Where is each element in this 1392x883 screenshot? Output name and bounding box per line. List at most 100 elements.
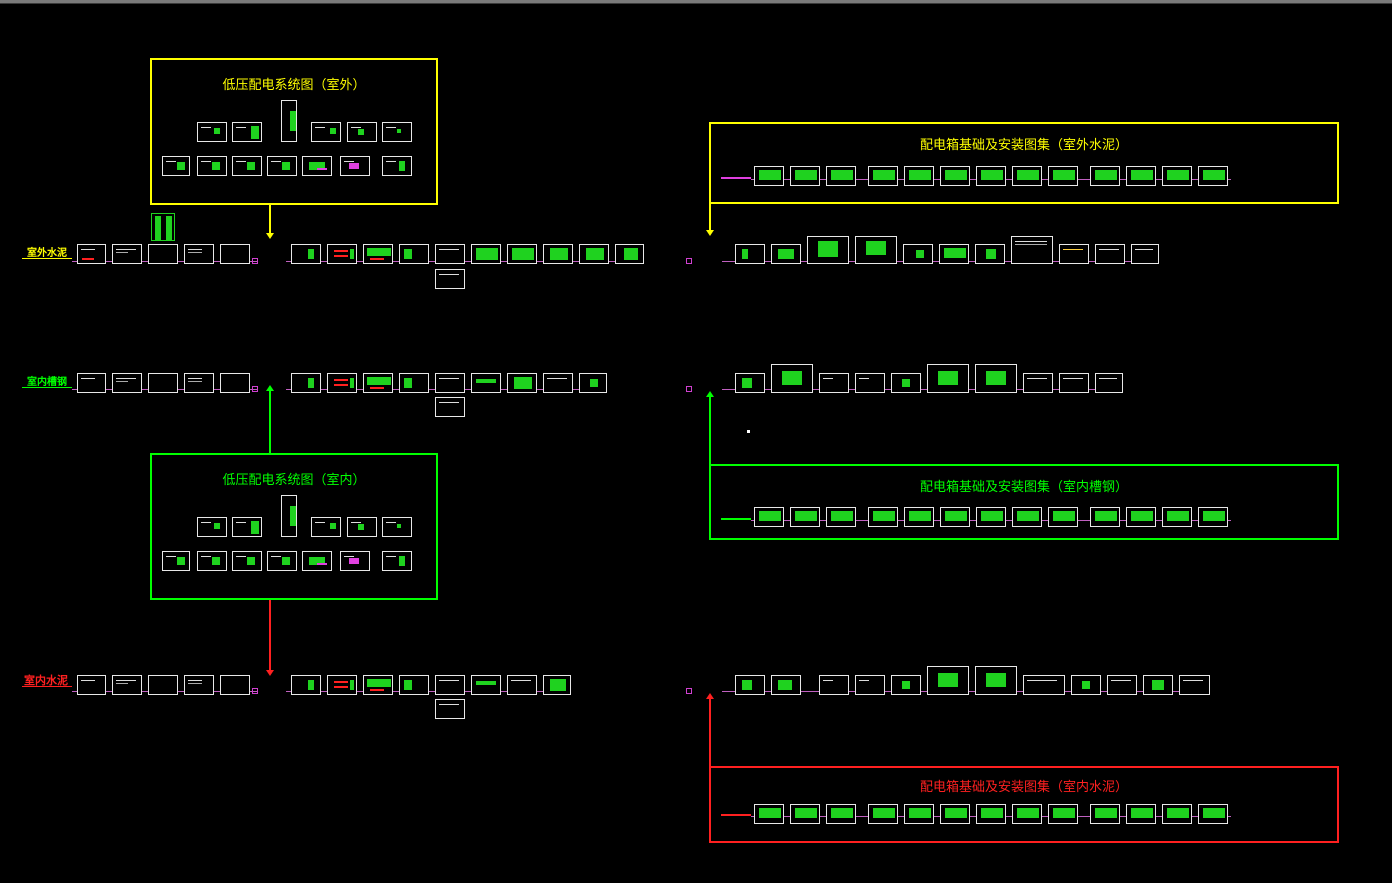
drawing-sheet[interactable] xyxy=(267,156,297,176)
drawing-sheet[interactable] xyxy=(1071,675,1101,695)
frame-outdoor-cement-atlas[interactable]: 配电箱基础及安装图集（室外水泥） xyxy=(709,122,1339,204)
drawing-sheet[interactable] xyxy=(868,166,898,186)
drawing-sheet[interactable] xyxy=(77,244,106,264)
drawing-sheet[interactable] xyxy=(790,804,820,824)
drawing-sheet[interactable] xyxy=(291,675,321,695)
drawing-sheet[interactable] xyxy=(1143,675,1173,695)
drawing-sheet[interactable] xyxy=(399,675,429,695)
drawing-sheet[interactable] xyxy=(382,517,412,537)
drawing-sheet[interactable] xyxy=(790,507,820,527)
drawing-sheet[interactable] xyxy=(855,236,897,264)
drawing-sheet[interactable] xyxy=(162,551,190,571)
drawing-sheet[interactable] xyxy=(220,373,250,393)
drawing-sheet[interactable] xyxy=(1090,507,1120,527)
drawing-sheet[interactable] xyxy=(184,373,214,393)
drawing-sheet[interactable] xyxy=(151,213,175,241)
drawing-sheet[interactable] xyxy=(1090,804,1120,824)
drawing-sheet[interactable] xyxy=(112,675,142,695)
drawing-sheet[interactable] xyxy=(1059,373,1089,393)
drawing-sheet[interactable] xyxy=(1198,507,1228,527)
drawing-sheet[interactable] xyxy=(891,675,921,695)
frame-outdoor-system[interactable]: 低压配电系统图（室外） xyxy=(150,58,438,205)
drawing-sheet[interactable] xyxy=(1126,804,1156,824)
drawing-sheet[interactable] xyxy=(976,507,1006,527)
drawing-sheet[interactable] xyxy=(302,156,332,176)
drawing-sheet[interactable] xyxy=(471,244,501,264)
drawing-sheet[interactable] xyxy=(197,156,227,176)
drawing-sheet[interactable] xyxy=(855,675,885,695)
drawing-sheet[interactable] xyxy=(1126,507,1156,527)
drawing-sheet[interactable] xyxy=(220,675,250,695)
drawing-sheet[interactable] xyxy=(184,675,214,695)
drawing-sheet[interactable] xyxy=(904,804,934,824)
drawing-sheet[interactable] xyxy=(735,373,765,393)
drawing-sheet[interactable] xyxy=(826,166,856,186)
drawing-sheet[interactable] xyxy=(940,166,970,186)
drawing-sheet[interactable] xyxy=(232,122,262,142)
drawing-sheet[interactable] xyxy=(868,804,898,824)
drawing-sheet[interactable] xyxy=(327,675,357,695)
drawing-sheet[interactable] xyxy=(435,244,465,264)
drawing-sheet[interactable] xyxy=(148,244,178,264)
drawing-sheet[interactable] xyxy=(1126,166,1156,186)
drawing-sheet[interactable] xyxy=(281,495,297,537)
drawing-sheet[interactable] xyxy=(1023,373,1053,393)
drawing-sheet[interactable] xyxy=(435,269,465,289)
drawing-sheet[interactable] xyxy=(435,397,465,417)
drawing-canvas[interactable]: 室外水泥 室内槽钢 室内水泥 低压配电系统图（室外） 低压配电系统图（室内） xyxy=(0,4,1392,883)
drawing-sheet[interactable] xyxy=(1198,166,1228,186)
drawing-sheet[interactable] xyxy=(327,373,357,393)
drawing-sheet[interactable] xyxy=(311,517,341,537)
drawing-sheet[interactable] xyxy=(543,675,571,695)
drawing-sheet[interactable] xyxy=(1095,244,1125,264)
drawing-sheet[interactable] xyxy=(232,517,262,537)
drawing-sheet[interactable] xyxy=(302,551,332,571)
drawing-sheet[interactable] xyxy=(363,244,393,264)
drawing-sheet[interactable] xyxy=(197,122,227,142)
drawing-sheet[interactable] xyxy=(868,507,898,527)
drawing-sheet[interactable] xyxy=(148,373,178,393)
drawing-sheet[interactable] xyxy=(1048,804,1078,824)
frame-indoor-channel-atlas[interactable]: 配电箱基础及安装图集（室内槽钢） xyxy=(709,464,1339,540)
drawing-sheet[interactable] xyxy=(1198,804,1228,824)
drawing-sheet[interactable] xyxy=(975,364,1017,393)
drawing-sheet[interactable] xyxy=(754,166,784,186)
drawing-sheet[interactable] xyxy=(340,551,370,571)
drawing-sheet[interactable] xyxy=(382,122,412,142)
drawing-sheet[interactable] xyxy=(112,373,142,393)
drawing-sheet[interactable] xyxy=(197,517,227,537)
drawing-sheet[interactable] xyxy=(735,244,765,264)
drawing-sheet[interactable] xyxy=(435,373,465,393)
drawing-sheet[interactable] xyxy=(904,507,934,527)
drawing-sheet[interactable] xyxy=(382,156,412,176)
drawing-sheet[interactable] xyxy=(975,666,1017,695)
drawing-sheet[interactable] xyxy=(754,507,784,527)
drawing-sheet[interactable] xyxy=(471,373,501,393)
drawing-sheet[interactable] xyxy=(363,373,393,393)
drawing-sheet[interactable] xyxy=(1048,507,1078,527)
drawing-sheet[interactable] xyxy=(399,244,429,264)
drawing-sheet[interactable] xyxy=(1012,804,1042,824)
drawing-sheet[interactable] xyxy=(543,244,573,264)
drawing-sheet[interactable] xyxy=(579,373,607,393)
frame-indoor-system[interactable]: 低压配电系统图（室内） xyxy=(150,453,438,600)
drawing-sheet[interactable] xyxy=(1162,804,1192,824)
drawing-sheet[interactable] xyxy=(232,156,262,176)
drawing-sheet[interactable] xyxy=(903,244,933,264)
drawing-sheet[interactable] xyxy=(579,244,609,264)
drawing-sheet[interactable] xyxy=(197,551,227,571)
drawing-sheet[interactable] xyxy=(347,517,377,537)
drawing-sheet[interactable] xyxy=(826,804,856,824)
drawing-sheet[interactable] xyxy=(891,373,921,393)
drawing-sheet[interactable] xyxy=(975,244,1005,264)
drawing-sheet[interactable] xyxy=(1095,373,1123,393)
drawing-sheet[interactable] xyxy=(1012,507,1042,527)
drawing-sheet[interactable] xyxy=(471,675,501,695)
drawing-sheet[interactable] xyxy=(77,675,106,695)
drawing-sheet[interactable] xyxy=(940,507,970,527)
drawing-sheet[interactable] xyxy=(1162,507,1192,527)
drawing-sheet[interactable] xyxy=(1048,166,1078,186)
drawing-sheet[interactable] xyxy=(1023,675,1065,695)
drawing-sheet[interactable] xyxy=(754,804,784,824)
drawing-sheet[interactable] xyxy=(399,373,429,393)
